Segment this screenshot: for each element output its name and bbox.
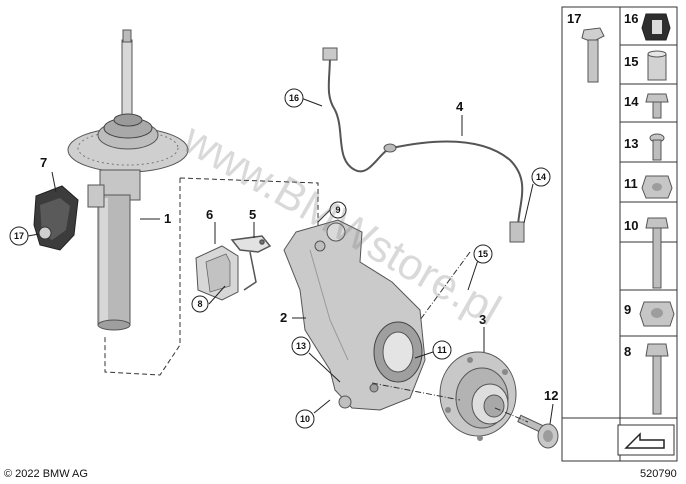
svg-text:17: 17: [14, 231, 24, 241]
callout-17: 17: [9, 226, 29, 246]
direction-arrow-icon: [617, 424, 675, 456]
side-item-14: 14: [624, 93, 669, 119]
side-item-9: 9: [624, 301, 675, 327]
svg-text:13: 13: [624, 136, 638, 151]
wheel-hub-part-3: [439, 351, 517, 441]
callout-11: 11: [432, 340, 452, 360]
side-item-11: 11: [624, 175, 673, 199]
hub-bolt-part-12: [517, 414, 559, 449]
svg-text:11: 11: [624, 176, 638, 191]
side-item-16: 16: [624, 11, 671, 41]
circled-callouts: 8 9 10 11 13 14 15 16: [9, 88, 551, 429]
svg-text:16: 16: [624, 11, 638, 26]
callout-10: 10: [295, 409, 315, 429]
side-item-10: 10: [624, 217, 669, 289]
callout-12: 12: [544, 388, 558, 403]
side-item-15: 15: [624, 50, 667, 81]
callout-14: 14: [531, 167, 551, 187]
dashed-group-outline: [104, 177, 319, 376]
callout-4: 4: [456, 99, 464, 114]
side-item-8: 8: [624, 343, 669, 415]
svg-text:14: 14: [536, 172, 546, 182]
plain-callouts: 1 2 3 4 5 6 7 12: [40, 99, 558, 403]
callout-15: 15: [473, 244, 493, 264]
svg-text:8: 8: [197, 299, 202, 309]
callout-1: 1: [164, 211, 171, 226]
callout-9: 9: [329, 201, 347, 219]
svg-text:16: 16: [289, 93, 299, 103]
svg-text:15: 15: [478, 249, 488, 259]
svg-text:10: 10: [300, 414, 310, 424]
svg-text:11: 11: [437, 345, 447, 355]
bracket-part-5: [230, 235, 272, 291]
callout-16: 16: [284, 88, 304, 108]
steering-knuckle-part-2: [283, 219, 426, 411]
assembly-axis-lines: [371, 251, 529, 423]
svg-text:10: 10: [624, 218, 638, 233]
svg-text:13: 13: [296, 341, 306, 351]
svg-text:14: 14: [624, 94, 639, 109]
bracket-part-7: [33, 185, 79, 251]
svg-text:8: 8: [624, 344, 631, 359]
callout-6: 6: [206, 207, 213, 222]
leader-lines: [27, 97, 554, 425]
side-item-13: 13: [624, 133, 665, 161]
callout-2: 2: [280, 310, 287, 325]
callout-7: 7: [40, 155, 47, 170]
svg-text:15: 15: [624, 54, 638, 69]
diagram-number: 520790: [640, 468, 677, 480]
callout-3: 3: [479, 312, 486, 327]
strut-assembly: [67, 29, 189, 331]
svg-text:17: 17: [567, 11, 581, 26]
sensor-cable-part-4: [322, 47, 525, 243]
svg-text:9: 9: [624, 302, 631, 317]
cover-part-6: [195, 245, 239, 301]
side-item-17: 17: [567, 11, 605, 83]
copyright-text: © 2022 BMW AG: [4, 468, 88, 480]
callout-8: 8: [191, 295, 209, 313]
side-parts-panel: 17 16 15 14: [561, 6, 678, 462]
callout-5: 5: [249, 207, 256, 222]
callout-13: 13: [291, 336, 311, 356]
svg-text:9: 9: [335, 205, 340, 215]
